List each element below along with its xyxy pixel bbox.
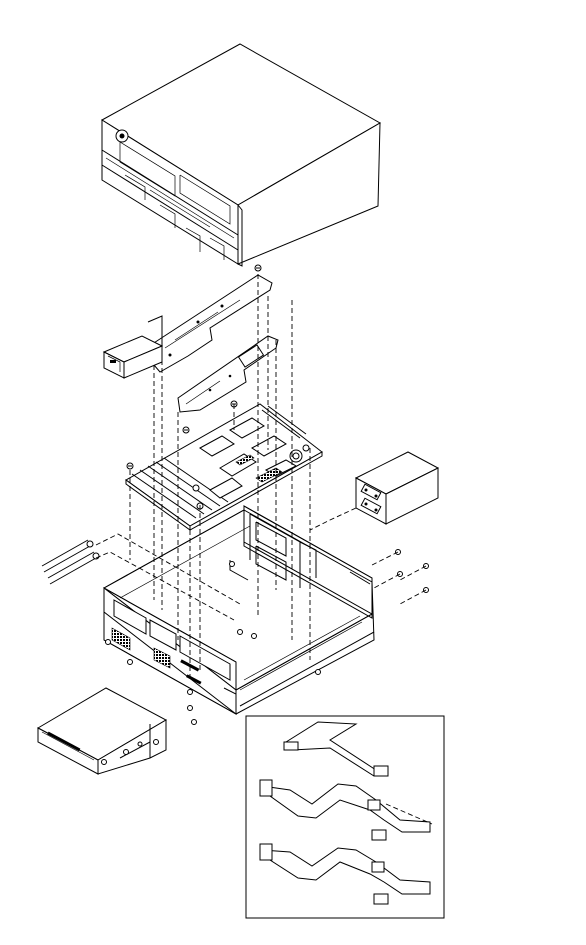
floppy-drive [36, 687, 168, 775]
cable-inset [245, 715, 445, 919]
top-cover [101, 43, 382, 267]
chassis [103, 505, 429, 725]
system-board [125, 400, 323, 531]
power-supply [354, 451, 440, 525]
guide-rods [41, 539, 100, 585]
front-bezel-plate [177, 335, 279, 413]
assembly-lines [95, 274, 427, 680]
